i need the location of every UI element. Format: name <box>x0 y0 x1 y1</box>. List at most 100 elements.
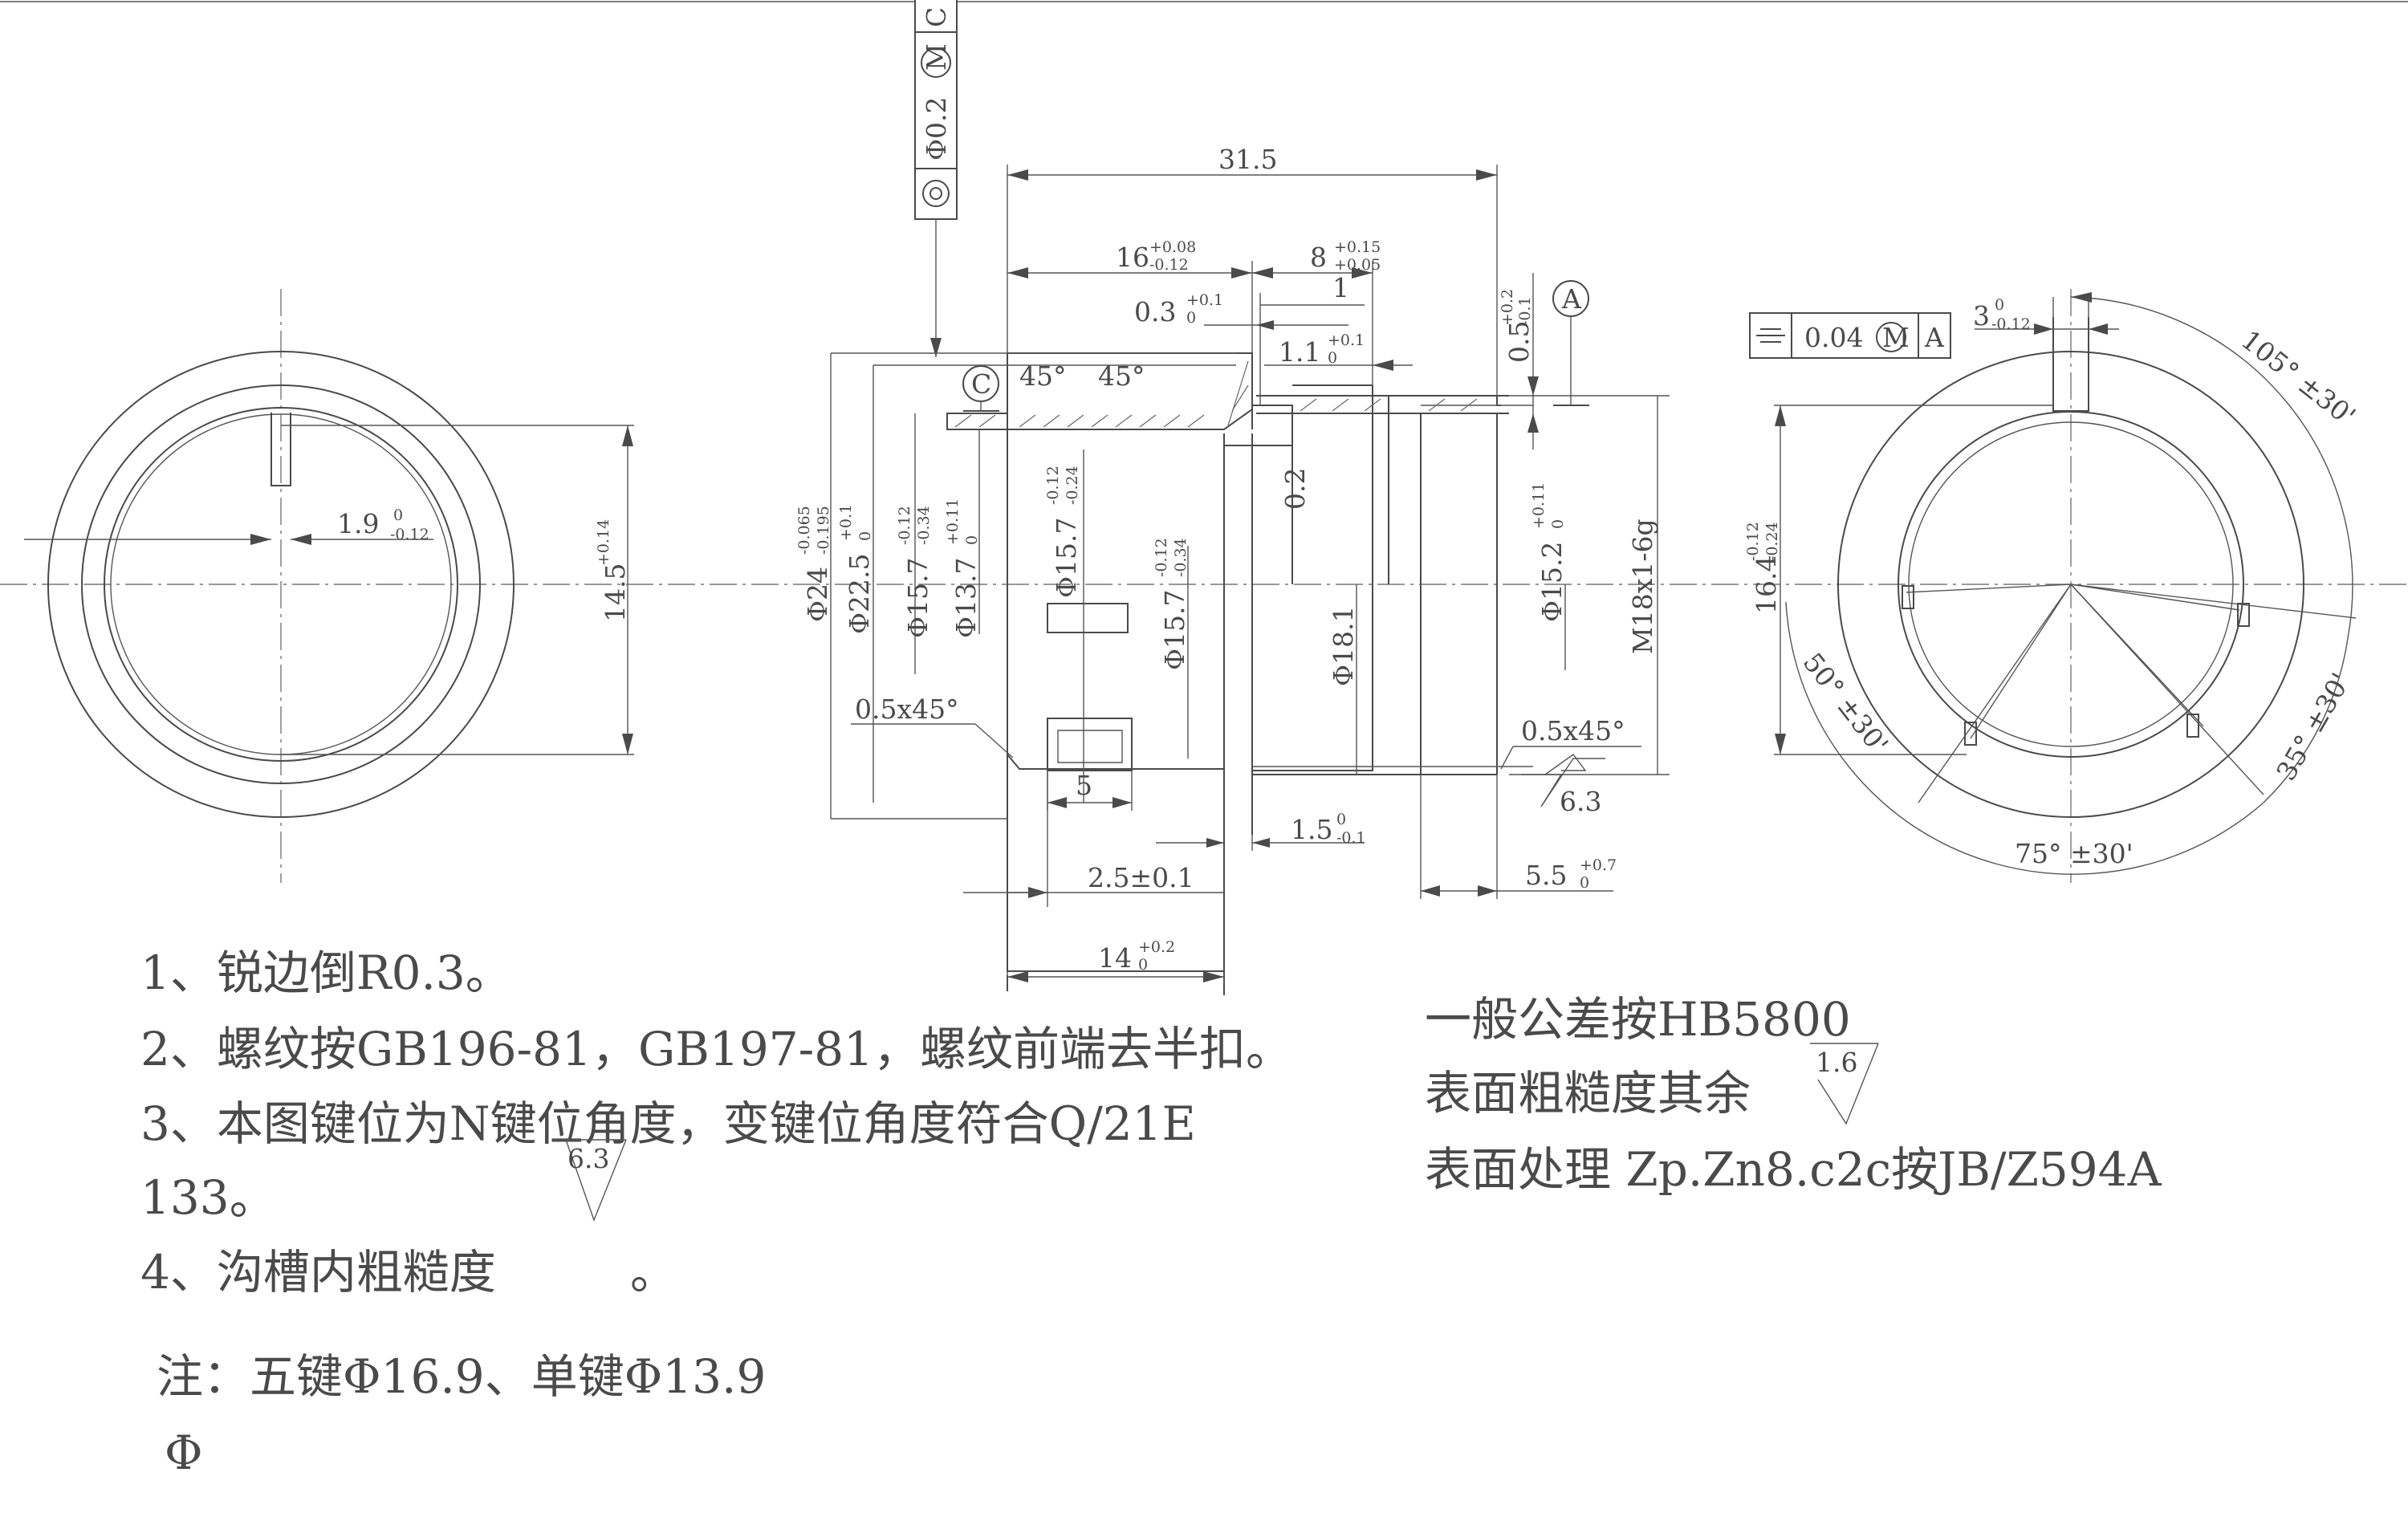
dim-16-up: +0.08 <box>1149 238 1196 256</box>
dim-16-4-nom: 16.4 <box>1751 555 1782 614</box>
dim-dia-15-7c-lo: -0.34 <box>1172 538 1190 577</box>
dim-dia-15-7b: Φ15.7 -0.12 -0.24 <box>1044 466 1082 598</box>
dim-8-lo: +0.05 <box>1334 256 1381 274</box>
general-roughness-symbol: 1.6 <box>1810 1043 1879 1125</box>
datum-a-symbol: A <box>1552 280 1589 406</box>
note-roughness-text: 6.3 <box>567 1143 609 1174</box>
mmc-modifier-icon <box>921 47 951 78</box>
dim-16-nom: 16 <box>1116 242 1149 273</box>
dim-dia-15-2-lo: 0 <box>1549 519 1567 529</box>
dim-key-3-lo: -0.12 <box>1991 315 2031 333</box>
dim-length-31-5: 31.5 <box>1007 144 1498 396</box>
dim-dia-15-7b-nom: Φ15.7 <box>1051 517 1082 598</box>
dim-dia-15-7a: Φ15.7 -0.12 -0.34 <box>896 506 934 638</box>
angle-105: 105° ±30' <box>2235 324 2361 433</box>
dim-key-3-right: 3 0 -0.12 <box>1973 296 2031 333</box>
chamfer-callout-left: 0.5x45° <box>851 693 1014 759</box>
dim-dia-13-7-nom: Φ13.7 <box>950 557 982 638</box>
dim-0-3-nom: 0.3 <box>1134 296 1176 327</box>
remark-keys: 注：五键Φ16.9、单键Φ13.9 <box>157 1349 766 1404</box>
dim-dia-22-5-nom: Φ22.5 <box>844 553 875 634</box>
datum-c-symbol: C <box>962 365 999 412</box>
note-2: 2、螺纹按GB196-81，GB197-81，螺纹前端去半扣。 <box>140 1022 1292 1076</box>
general-roughness-text: 1.6 <box>1816 1047 1857 1078</box>
dim-1-5-up: 0 <box>1336 811 1346 828</box>
dim-1-1-lo: 0 <box>1328 349 1337 367</box>
dim-dia-15-7c: Φ15.7 -0.12 -0.34 <box>1153 538 1190 670</box>
feature-control-frame-right: 0.04 M A <box>1749 312 1951 359</box>
right-end-view <box>1774 289 2357 883</box>
dim-16-4-right: 16.4 -0.12 -0.24 <box>1744 522 1782 614</box>
dim-dia-22-5: Φ22.5 +0.1 0 <box>837 504 875 634</box>
fcf-right-datum: A <box>1924 322 1945 353</box>
dim-1-text: 1 <box>1332 272 1349 303</box>
dim-dia-15-7c-nom: Φ15.7 <box>1159 589 1190 670</box>
dim-dia-18-1: Φ18.1 <box>1328 605 1359 686</box>
dim-dia-13-7-lo: 0 <box>963 535 981 545</box>
datum-c-label: C <box>971 368 991 400</box>
left-end-view <box>24 289 634 883</box>
feature-control-frame-top: Φ0.2 M C <box>914 0 958 357</box>
dim-key-width-left: 1.9 0 -0.12 <box>337 506 429 543</box>
dim-dia-15-2-nom: Φ15.2 <box>1536 541 1568 622</box>
chamfer-callout-right: 0.5x45° <box>1500 715 1641 770</box>
dim-14-nom: 14 <box>1098 942 1132 974</box>
dim-key-width-up: 0 <box>393 506 403 524</box>
fcf-top-datum: C <box>921 7 952 27</box>
dim-key-depth-nom: 14.5 <box>600 563 631 622</box>
dim-thread: M18x1-6g <box>1627 519 1658 654</box>
note-3: 3、本图键位为N键位角度，变键位角度符合Q/21E <box>140 1096 1196 1151</box>
dim-dia-13-7-up: +0.11 <box>944 498 962 545</box>
remark-phi: Φ <box>165 1426 203 1480</box>
remark-notes: 注：五键Φ16.9、单键Φ13.9 Φ <box>157 1349 766 1480</box>
dim-0-5-lo: -0.1 <box>1516 296 1534 326</box>
surface-treatment-note: 表面处理 Zp.Zn8.c2c按JB/Z594A <box>1425 1142 2162 1197</box>
angle-50: 50° ±30' <box>1797 647 1895 759</box>
dim-length-1-1: 1.1 +0.1 0 <box>1264 331 1413 371</box>
dim-length-8: 8 +0.15 +0.05 <box>1252 238 1381 385</box>
dim-length-5: 5 <box>1047 770 1133 811</box>
general-tolerance-note: 一般公差按HB5800 <box>1425 992 1851 1047</box>
dim-dia-24: Φ24 -0.065 -0.195 <box>795 506 833 622</box>
dim-length-0-3: 0.3 +0.1 0 <box>1134 291 1348 330</box>
dim-16-lo: -0.12 <box>1149 256 1189 274</box>
dim-dia-18-1-text: Φ18.1 <box>1328 605 1359 686</box>
chamfer-right-text: 0.5x45° <box>1521 715 1625 746</box>
dim-key-depth-left: 14.5 +0.14 <box>595 519 631 622</box>
dim-0-5-up: +0.2 <box>1499 289 1516 326</box>
note-4-end: 。 <box>630 1245 677 1299</box>
dim-1-5-lo: -0.1 <box>1336 829 1366 847</box>
dim-dia-15-7a-up: -0.12 <box>896 506 913 545</box>
dim-thread-text: M18x1-6g <box>1627 519 1658 654</box>
angle-75-text: 75° ±30' <box>2015 838 2133 869</box>
note-1: 1、锐边倒R0.3。 <box>140 946 512 1000</box>
dim-16-4-up: -0.12 <box>1744 522 1762 561</box>
dim-dia-15-7c-up: -0.12 <box>1153 538 1170 577</box>
dim-length-1-5: 1.5 0 -0.1 <box>1156 811 1366 851</box>
fcf-top-modifier: M <box>921 43 952 71</box>
dim-0-3-lo: 0 <box>1186 309 1196 327</box>
dim-dia-22-5-lo: 0 <box>856 531 874 541</box>
dim-dia-22-5-up: +0.1 <box>837 504 855 541</box>
dim-length-2-5: 2.5±0.1 <box>963 771 1224 907</box>
angle-35-text: 35° ±30' <box>2270 668 2357 786</box>
dim-5-5-lo: 0 <box>1580 874 1589 892</box>
dim-dia-24-up: -0.065 <box>795 506 813 555</box>
dim-dia-15-2: Φ15.2 +0.11 0 <box>1530 482 1568 622</box>
dim-2-5-text: 2.5±0.1 <box>1088 862 1194 893</box>
fcf-right-modifier: M <box>1882 322 1910 353</box>
note-roughness-symbol: 6.3 <box>554 1139 627 1222</box>
dim-dia-13-7: Φ13.7 +0.11 0 <box>944 498 982 638</box>
angle-50-text: 50° ±30' <box>1797 647 1895 759</box>
dim-0-3-up: +0.1 <box>1186 291 1223 309</box>
surface-roughness-note: 表面粗糙度其余 <box>1425 1066 1751 1121</box>
dim-key-width-nom: 1.9 <box>337 508 379 539</box>
dim-key-width-lo: -0.12 <box>390 526 429 543</box>
dim-dia-15-7b-lo: -0.24 <box>1064 466 1081 505</box>
angle-35: 35° ±30' <box>2270 668 2357 786</box>
dim-16-4-lo: -0.24 <box>1763 522 1781 561</box>
diameter-lines <box>830 352 1670 820</box>
general-notes: 一般公差按HB5800 表面粗糙度其余 表面处理 Zp.Zn8.c2c按JB/Z… <box>1425 992 2162 1197</box>
dim-key-3-up: 0 <box>1995 296 2004 314</box>
